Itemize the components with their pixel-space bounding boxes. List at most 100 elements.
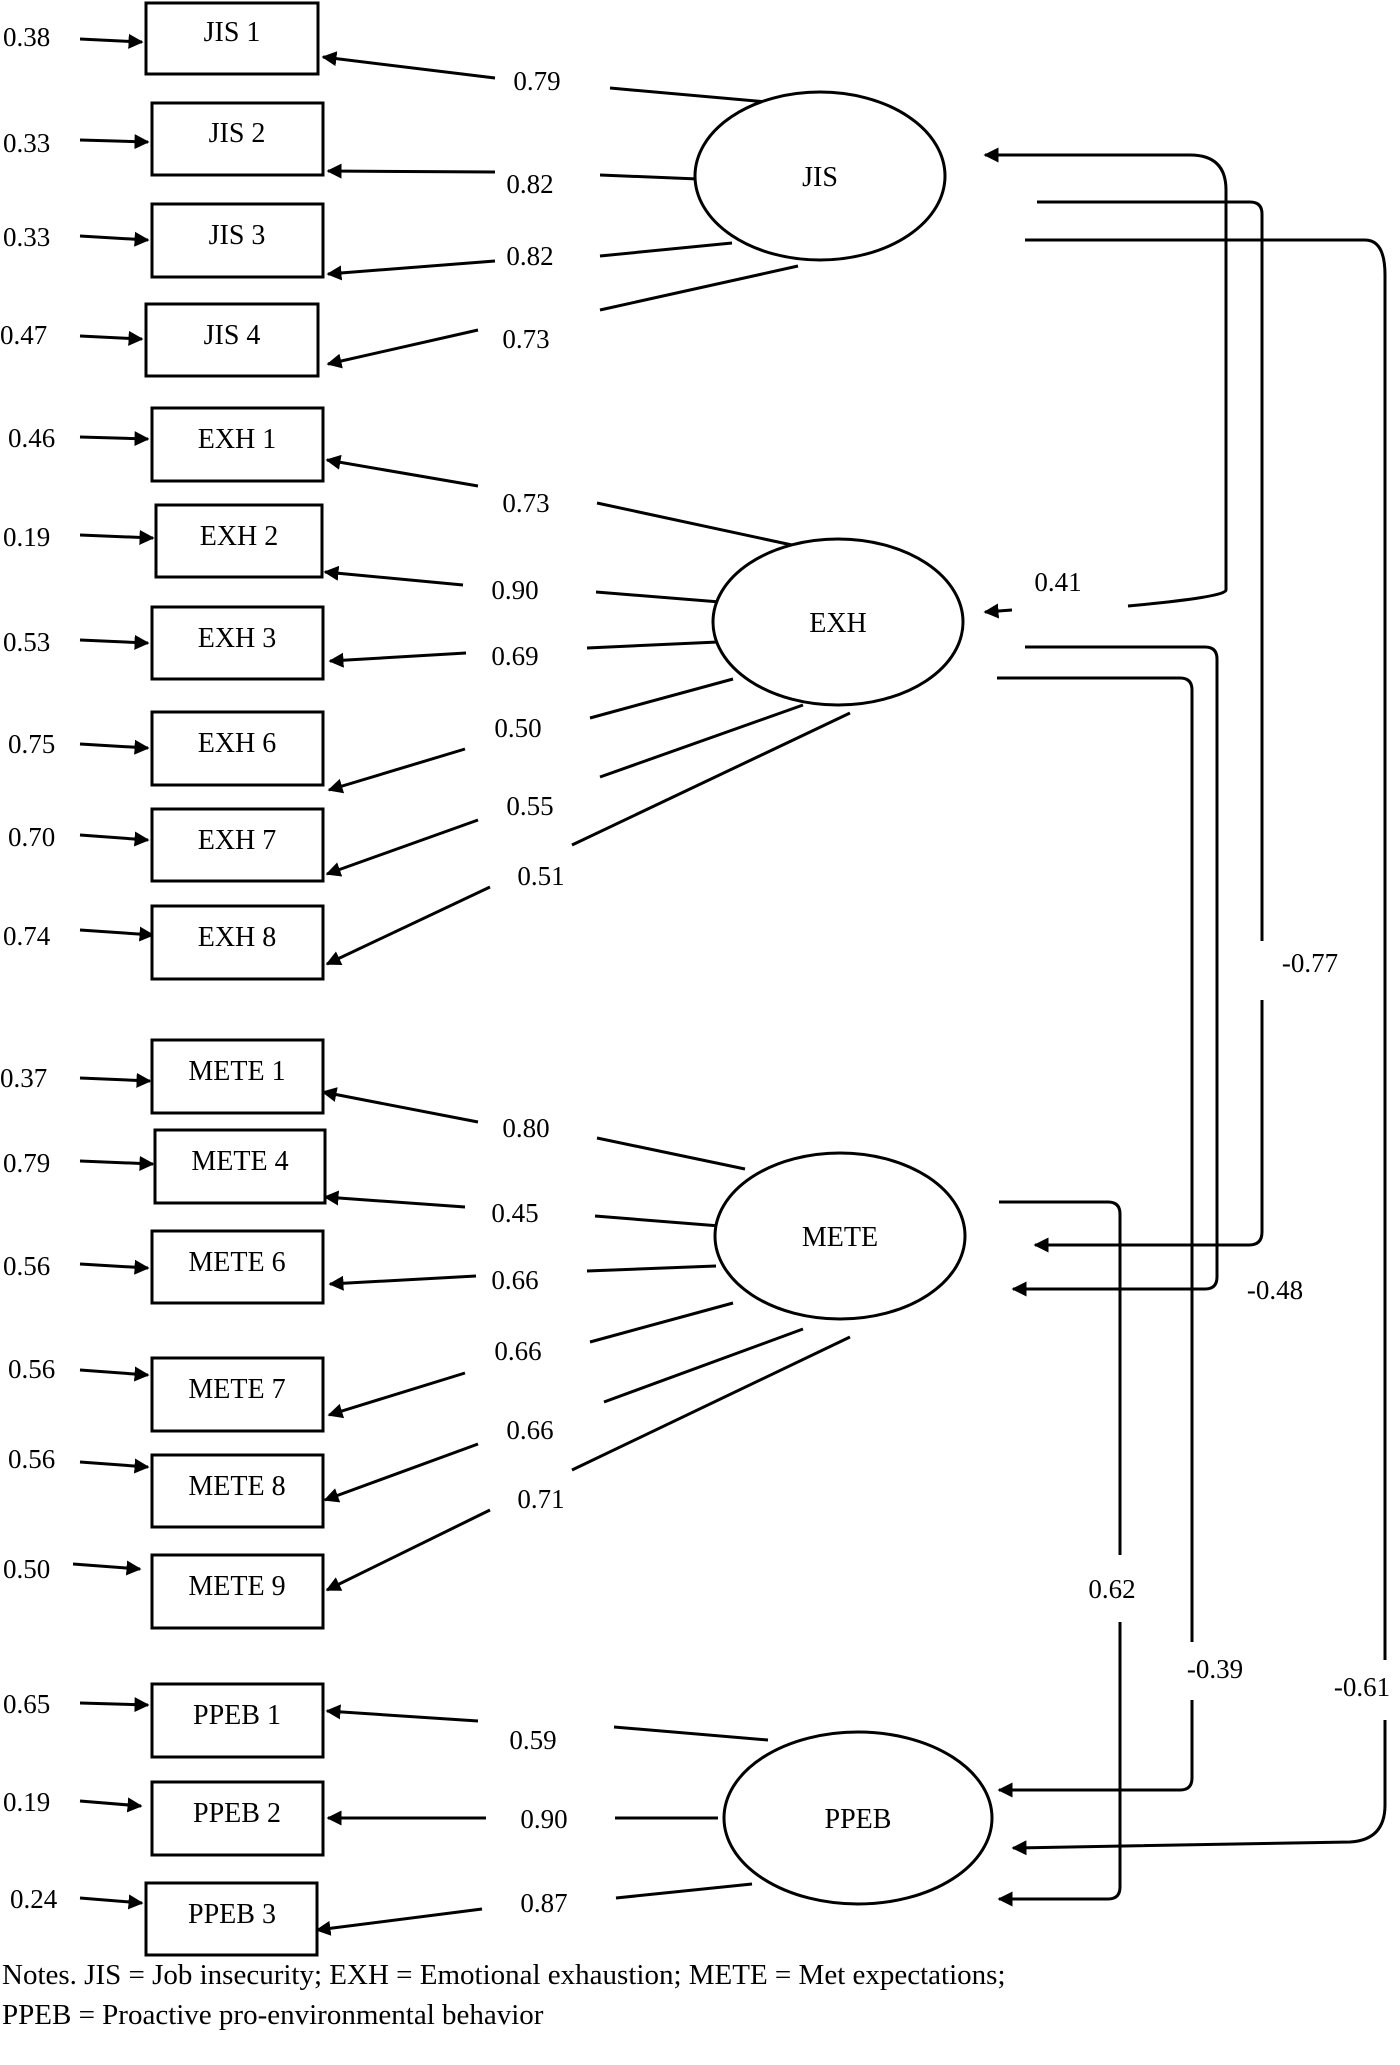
loading-line-seg bbox=[596, 1136, 746, 1171]
latent-label: PPEB bbox=[825, 1804, 892, 1835]
error-arrow bbox=[79, 134, 150, 150]
loading-arrow bbox=[323, 1190, 466, 1209]
indicator-label: JIS 1 bbox=[204, 17, 261, 48]
error-arrow bbox=[79, 529, 155, 545]
error-arrow bbox=[79, 1259, 150, 1275]
corr-value-jis-ppeb: -0.61 bbox=[1334, 1672, 1390, 1702]
loading-value: 0.73 bbox=[502, 488, 549, 518]
latent-jis: JIS bbox=[693, 90, 947, 262]
error-value: 0.19 bbox=[3, 1787, 50, 1817]
indicator-mete-8: METE 8 bbox=[150, 1453, 325, 1529]
latent-mete: METE bbox=[713, 1151, 967, 1321]
error-arrow bbox=[79, 231, 150, 247]
loading-arrow bbox=[323, 1442, 479, 1503]
corr-path-jis-mete bbox=[1035, 200, 1264, 1245]
indicator-label: EXH 3 bbox=[198, 623, 277, 654]
indicator-exh-1: EXH 1 bbox=[150, 406, 325, 483]
latent-variables: JIS EXH METE PPEB bbox=[693, 90, 994, 1906]
indicator-label: JIS 2 bbox=[209, 118, 266, 149]
loading-value: 0.51 bbox=[517, 861, 564, 891]
error-value: 0.46 bbox=[8, 423, 55, 453]
loading-line-seg bbox=[594, 1214, 721, 1228]
latent-label: EXH bbox=[809, 608, 867, 639]
corr-path-mete-ppeb bbox=[999, 1200, 1122, 1899]
error-value: 0.79 bbox=[3, 1148, 50, 1178]
error-arrow bbox=[79, 1894, 144, 1910]
error-value: 0.53 bbox=[3, 627, 50, 657]
corr-arrow-exh-end bbox=[983, 603, 1013, 619]
indicator-label: EXH 2 bbox=[200, 521, 279, 552]
error-arrow bbox=[79, 1366, 150, 1382]
correlation-paths bbox=[983, 147, 1387, 1899]
notes-line-1: Notes. JIS = Job insecurity; EXH = Emoti… bbox=[2, 1959, 1006, 1991]
latent-ppeb: PPEB bbox=[722, 1730, 994, 1906]
loading-value: 0.82 bbox=[506, 169, 553, 199]
corr-value-mete-ppeb: 0.62 bbox=[1088, 1574, 1135, 1604]
indicator-ppeb-3: PPEB 3 bbox=[144, 1881, 319, 1957]
error-arrows bbox=[72, 33, 155, 1910]
latent-exh: EXH bbox=[711, 537, 965, 707]
error-value: 0.65 bbox=[3, 1689, 50, 1719]
corr-path-exh-mete bbox=[1011, 645, 1219, 1297]
loading-values: 0.79 0.82 0.82 0.73 0.73 0.90 0.69 0.50 … bbox=[491, 66, 567, 1918]
indicator-boxes: JIS 1 JIS 2 JIS 3 JIS 4 EXH 1 EXH 2 EXH … bbox=[144, 1, 327, 1957]
loading-arrow bbox=[328, 651, 467, 668]
error-values: 0.38 0.33 0.33 0.47 0.46 0.19 0.53 0.75 … bbox=[0, 22, 58, 1914]
corr-value-jis-mete: -0.77 bbox=[1282, 948, 1338, 978]
error-arrow bbox=[79, 1797, 143, 1813]
loading-line-seg bbox=[571, 1335, 851, 1472]
corr-value-exh-mete: -0.48 bbox=[1247, 1275, 1303, 1305]
loading-line-seg bbox=[615, 1882, 753, 1900]
loading-line-seg bbox=[599, 264, 799, 312]
loading-value: 0.66 bbox=[491, 1265, 538, 1295]
loading-line-seg bbox=[603, 1327, 804, 1404]
loading-arrow bbox=[325, 818, 479, 877]
indicator-label: METE 6 bbox=[188, 1247, 285, 1278]
indicator-mete-6: METE 6 bbox=[150, 1229, 325, 1305]
loading-line-seg bbox=[595, 590, 721, 604]
loading-line-seg bbox=[609, 86, 779, 105]
loading-arrow bbox=[325, 885, 491, 966]
loading-value: 0.73 bbox=[502, 324, 549, 354]
loading-arrow bbox=[321, 51, 496, 80]
indicator-jis-2: JIS 2 bbox=[150, 101, 325, 177]
loading-line-seg bbox=[596, 501, 793, 547]
loading-value: 0.90 bbox=[491, 575, 538, 605]
figure-notes: Notes. JIS = Job insecurity; EXH = Emoti… bbox=[2, 1955, 1382, 2035]
loading-value: 0.82 bbox=[506, 241, 553, 271]
loading-line-seg bbox=[599, 241, 733, 258]
error-value: 0.56 bbox=[8, 1354, 55, 1384]
error-value: 0.47 bbox=[0, 320, 47, 350]
corr-value-jis-exh: 0.41 bbox=[1034, 567, 1081, 597]
indicator-mete-4: METE 4 bbox=[153, 1128, 327, 1205]
error-arrow bbox=[79, 431, 150, 447]
indicator-label: METE 7 bbox=[188, 1374, 285, 1405]
indicator-mete-7: METE 7 bbox=[150, 1356, 325, 1433]
latent-label: METE bbox=[802, 1222, 878, 1253]
indicator-label: EXH 8 bbox=[198, 922, 277, 953]
corr-value-exh-ppeb: -0.39 bbox=[1187, 1654, 1243, 1684]
error-arrow bbox=[79, 33, 144, 49]
indicator-ppeb-1: PPEB 1 bbox=[150, 1682, 325, 1759]
indicator-ppeb-2: PPEB 2 bbox=[150, 1780, 325, 1857]
error-arrow bbox=[79, 1697, 150, 1713]
loading-arrow bbox=[325, 454, 479, 488]
loading-arrow bbox=[327, 1371, 466, 1419]
error-value: 0.70 bbox=[8, 822, 55, 852]
loading-line-seg bbox=[599, 173, 699, 181]
error-arrow bbox=[79, 739, 150, 755]
loading-line-seg bbox=[589, 677, 734, 720]
indicator-label: EXH 6 bbox=[198, 728, 277, 759]
corr-path-jis-ppeb bbox=[1013, 238, 1387, 1848]
loading-arrow bbox=[328, 1274, 477, 1291]
error-value: 0.74 bbox=[3, 921, 51, 951]
indicator-mete-9: METE 9 bbox=[150, 1553, 325, 1630]
loading-value: 0.55 bbox=[506, 791, 553, 821]
error-value: 0.56 bbox=[8, 1444, 55, 1474]
loading-line-seg bbox=[571, 711, 851, 847]
loading-arrow bbox=[325, 1704, 479, 1723]
loading-value: 0.50 bbox=[494, 713, 541, 743]
loading-line-seg bbox=[613, 1725, 769, 1742]
loading-arrow bbox=[325, 1508, 491, 1592]
loading-value: 0.45 bbox=[491, 1198, 538, 1228]
